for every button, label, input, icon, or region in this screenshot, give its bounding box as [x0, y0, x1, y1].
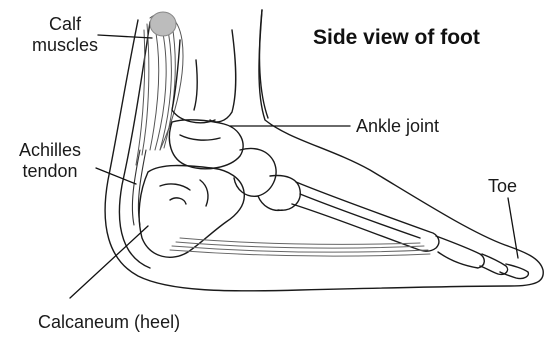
- tarsal-bones: [169, 120, 300, 211]
- toe-bones: [436, 236, 528, 279]
- calf-muscles-label-line1: Calf: [30, 14, 100, 35]
- toe-label: Toe: [488, 176, 517, 197]
- ankle-joint-label: Ankle joint: [356, 116, 439, 137]
- achilles-label-line2: tendon: [10, 161, 90, 182]
- plantar-fascia: [170, 238, 430, 256]
- toe-pointer: [508, 198, 518, 258]
- achilles-tendon-pointer: [96, 168, 136, 184]
- calcaneum-pointer: [70, 226, 148, 298]
- achilles-tendon-label: Achilles tendon: [10, 140, 90, 182]
- metatarsal-bone: [292, 182, 439, 251]
- calcaneum-label: Calcaneum (heel): [38, 312, 180, 333]
- calf-muscles-label: Calf muscles: [30, 14, 100, 56]
- diagram-title: Side view of foot: [313, 26, 480, 50]
- achilles-label-line1: Achilles: [10, 140, 90, 161]
- calf-muscles-label-line2: muscles: [30, 35, 100, 56]
